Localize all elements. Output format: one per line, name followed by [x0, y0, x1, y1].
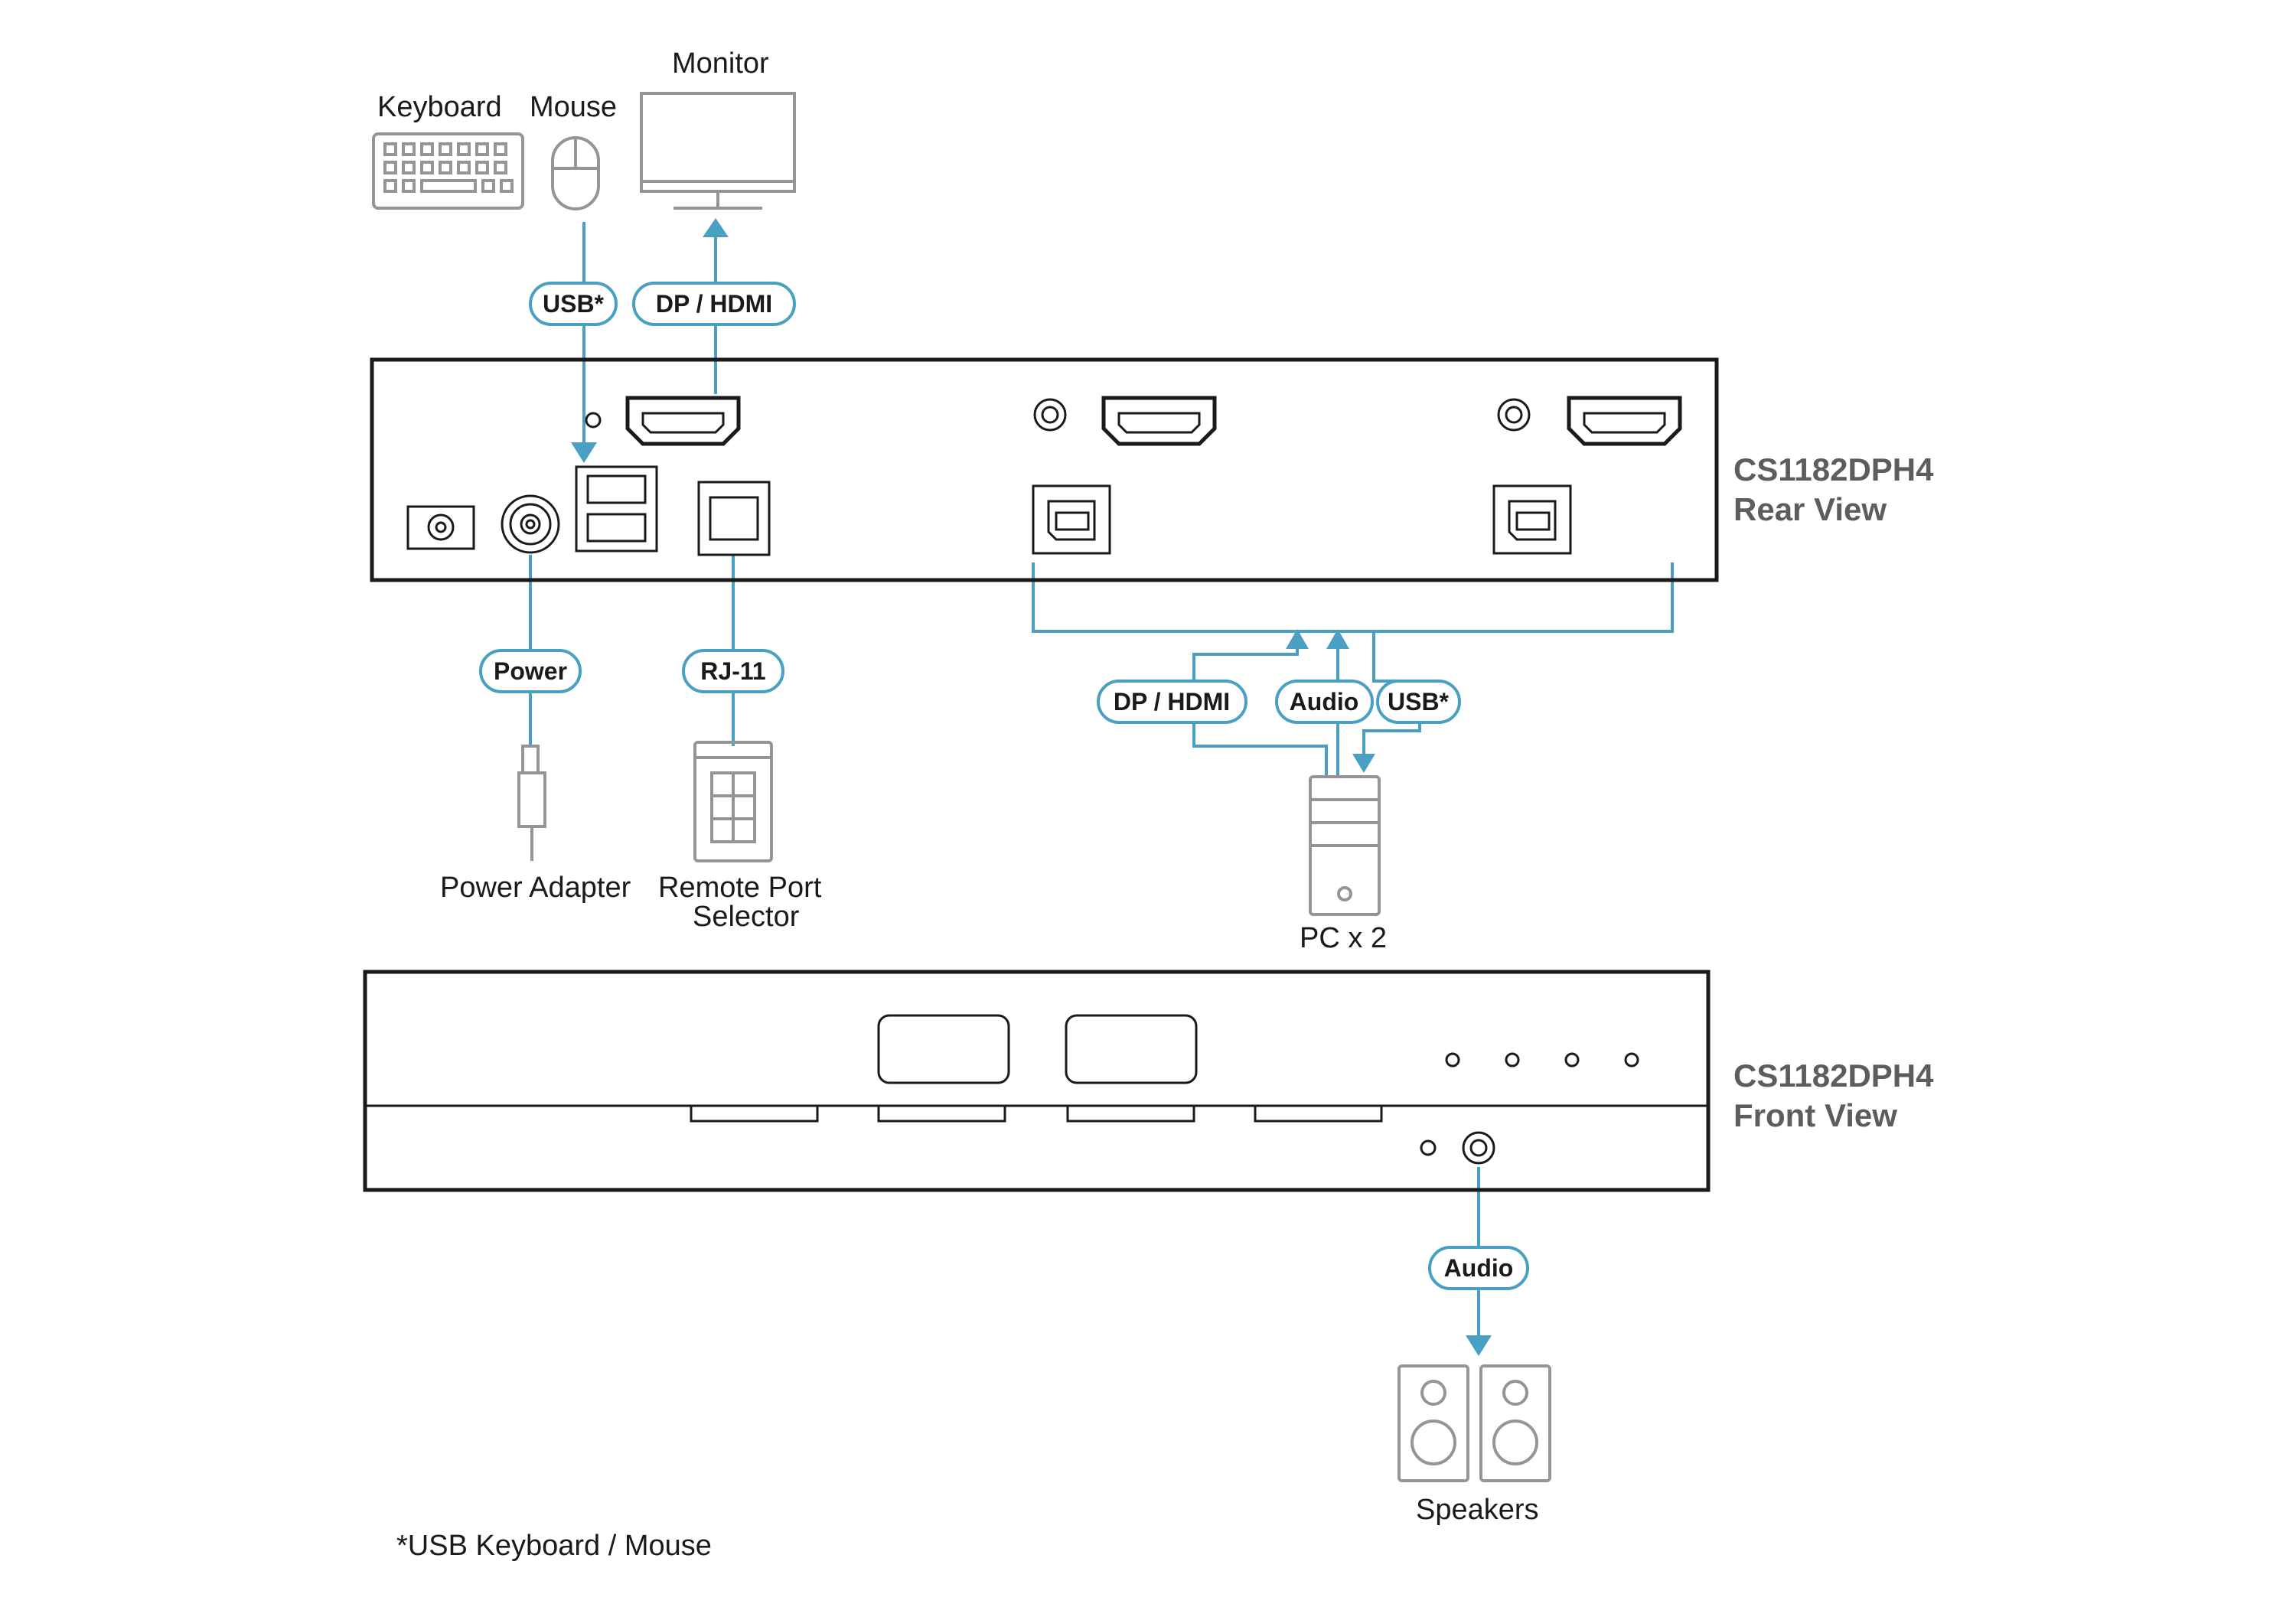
pill-dp-hdmi-pc: DP / HDMI — [1097, 680, 1247, 724]
svg-text:USB*: USB* — [543, 290, 605, 318]
monitor-arrow-icon — [703, 218, 729, 237]
svg-text:USB*: USB* — [1388, 688, 1450, 715]
pill-usb-top: USB* — [529, 282, 618, 326]
pill-rj11: RJ-11 — [682, 649, 784, 693]
keyboard-icon — [372, 132, 524, 210]
pc-bus-cable — [1032, 562, 1674, 633]
remote-port-selector-label-1: Remote Port — [658, 872, 822, 904]
pc-audio-arrow-icon — [1326, 629, 1349, 649]
rear-panel — [370, 357, 1719, 582]
usb-arrow-icon — [571, 442, 597, 463]
speakers-arrow-icon — [1466, 1335, 1492, 1356]
mouse-icon — [551, 136, 600, 210]
remote-port-selector-label-2: Selector — [693, 901, 800, 933]
svg-text:Power: Power — [494, 657, 567, 685]
power-adapter-label: Power Adapter — [440, 872, 631, 904]
pc-label: PC x 2 — [1300, 922, 1387, 954]
cables — [529, 218, 1674, 1356]
front-model-title: CS1182DPH4 — [1733, 1058, 1934, 1094]
keyboard-label: Keyboard — [377, 91, 502, 123]
speakers-label: Speakers — [1416, 1494, 1539, 1526]
rear-model-title: CS1182DPH4 — [1733, 451, 1934, 487]
pill-usb-pc: USB* — [1376, 680, 1461, 724]
pill-power: Power — [479, 649, 582, 693]
dp-hdmi-riser — [1192, 647, 1299, 681]
svg-text:Audio: Audio — [1444, 1254, 1514, 1282]
front-panel — [363, 970, 1711, 1192]
svg-text:DP / HDMI: DP / HDMI — [1114, 688, 1230, 715]
svg-text:RJ-11: RJ-11 — [700, 657, 765, 685]
pill-audio-pc: Audio — [1275, 680, 1374, 724]
mouse-label: Mouse — [530, 91, 617, 123]
monitor-label: Monitor — [672, 47, 769, 80]
speakers-icon — [1397, 1364, 1551, 1482]
pill-audio-front: Audio — [1428, 1246, 1529, 1290]
pc-video-arrow-icon — [1286, 629, 1309, 649]
pill-dp-hdmi-top: DP / HDMI — [632, 282, 796, 326]
pc-usb-arrow-icon — [1352, 754, 1375, 773]
footnote: *USB Keyboard / Mouse — [396, 1530, 712, 1562]
front-view-title: Front View — [1733, 1097, 1897, 1133]
svg-text:DP / HDMI: DP / HDMI — [656, 290, 772, 318]
power-adapter-icon — [517, 745, 546, 861]
monitor-icon — [640, 92, 796, 210]
pc-tower-icon — [1309, 775, 1381, 916]
svg-text:Audio: Audio — [1290, 688, 1359, 715]
remote-port-selector-icon — [693, 741, 773, 862]
rear-view-title: Rear View — [1733, 491, 1887, 527]
